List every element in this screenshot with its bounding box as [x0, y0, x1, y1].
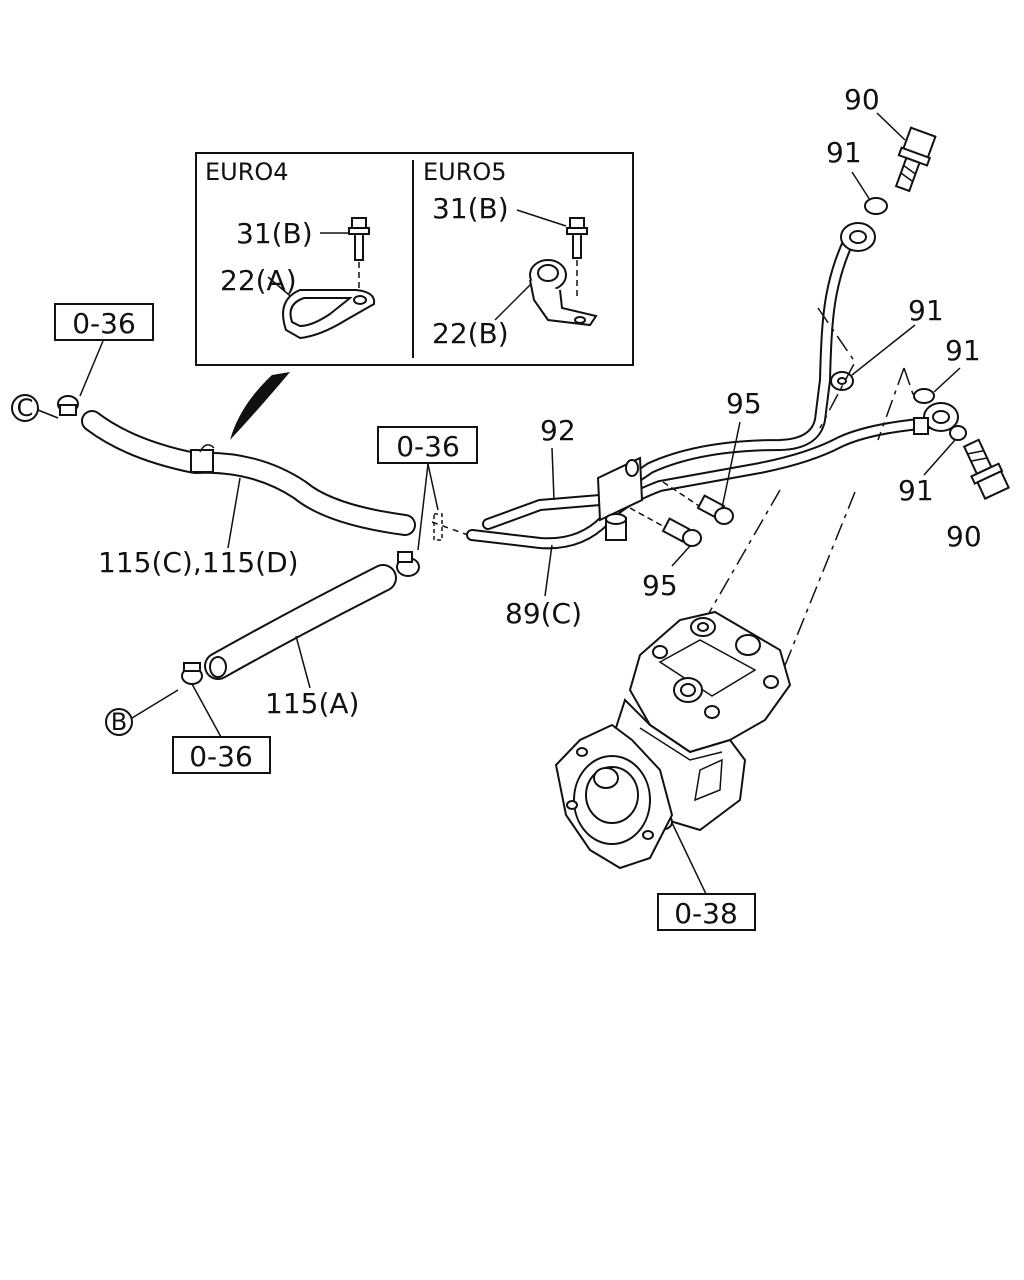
- label-95-top: 95: [726, 387, 762, 420]
- svg-text:0-36: 0-36: [72, 307, 136, 340]
- circle-marker-c: C: [11, 394, 39, 422]
- hose-clamp-b: [181, 662, 203, 685]
- hose-clamp-center: [396, 551, 420, 577]
- label-95-bottom: 95: [642, 569, 678, 602]
- inset-title-euro5: EURO5: [423, 158, 507, 186]
- svg-text:C: C: [17, 394, 34, 422]
- banjo-fitting-right: [913, 402, 959, 435]
- washer-91-right: [913, 388, 935, 404]
- svg-text:0-36: 0-36: [396, 430, 460, 463]
- washer-91-top: [864, 197, 888, 215]
- pipe-bracket: [596, 456, 644, 541]
- label-31b-euro4: 31(B): [236, 217, 313, 250]
- label-90-bottom: 90: [946, 520, 982, 553]
- svg-text:B: B: [111, 708, 127, 736]
- label-89c: 89(C): [505, 597, 582, 630]
- label-92: 92: [540, 414, 576, 447]
- pipe-92: [482, 232, 856, 530]
- bolt-31b-euro5: [566, 217, 588, 300]
- label-91-right: 91: [945, 334, 981, 367]
- bolt-90-top: [894, 126, 937, 193]
- ref-box-0-36-top-left[interactable]: 0-36: [54, 303, 154, 341]
- ref-box-0-36-bottom-left[interactable]: 0-36: [172, 736, 271, 774]
- label-91-lower: 91: [898, 474, 934, 507]
- label-90-top: 90: [844, 83, 880, 116]
- clip-22b: [529, 259, 598, 327]
- label-115cd: 115(C),115(D): [98, 546, 299, 579]
- pipe-89c: [466, 417, 936, 550]
- ref-box-0-38[interactable]: 0-38: [657, 893, 756, 931]
- label-31b-euro5: 31(B): [432, 192, 509, 225]
- hose-115cd: [81, 410, 416, 536]
- bolt-95-upper: [662, 481, 734, 525]
- label-91-top: 91: [826, 136, 862, 169]
- banjo-fitting-top: [840, 222, 876, 252]
- air-compressor: [554, 489, 856, 870]
- hose-115a: [204, 564, 397, 680]
- svg-text:0-36: 0-36: [189, 740, 253, 773]
- svg-text:0-38: 0-38: [674, 897, 738, 930]
- label-91-mid: 91: [908, 294, 944, 327]
- label-22b: 22(B): [432, 317, 509, 350]
- bolt-90-bottom: [962, 438, 1011, 500]
- washer-91-lower: [949, 425, 967, 441]
- inset-box: EURO4 EURO5 31(B) 22(A) 31(B) 22(B): [195, 152, 634, 366]
- circle-marker-b: B: [105, 708, 133, 736]
- inset-pointer: [230, 372, 290, 440]
- hose-clamp-c: [57, 395, 79, 416]
- ref-box-0-36-center[interactable]: 0-36: [377, 426, 478, 464]
- clip-22a: [282, 289, 376, 340]
- bolt-95-lower: [629, 507, 702, 547]
- label-115a: 115(A): [265, 687, 359, 720]
- bolt-31b-euro4: [348, 217, 370, 290]
- inset-title-euro4: EURO4: [205, 158, 289, 186]
